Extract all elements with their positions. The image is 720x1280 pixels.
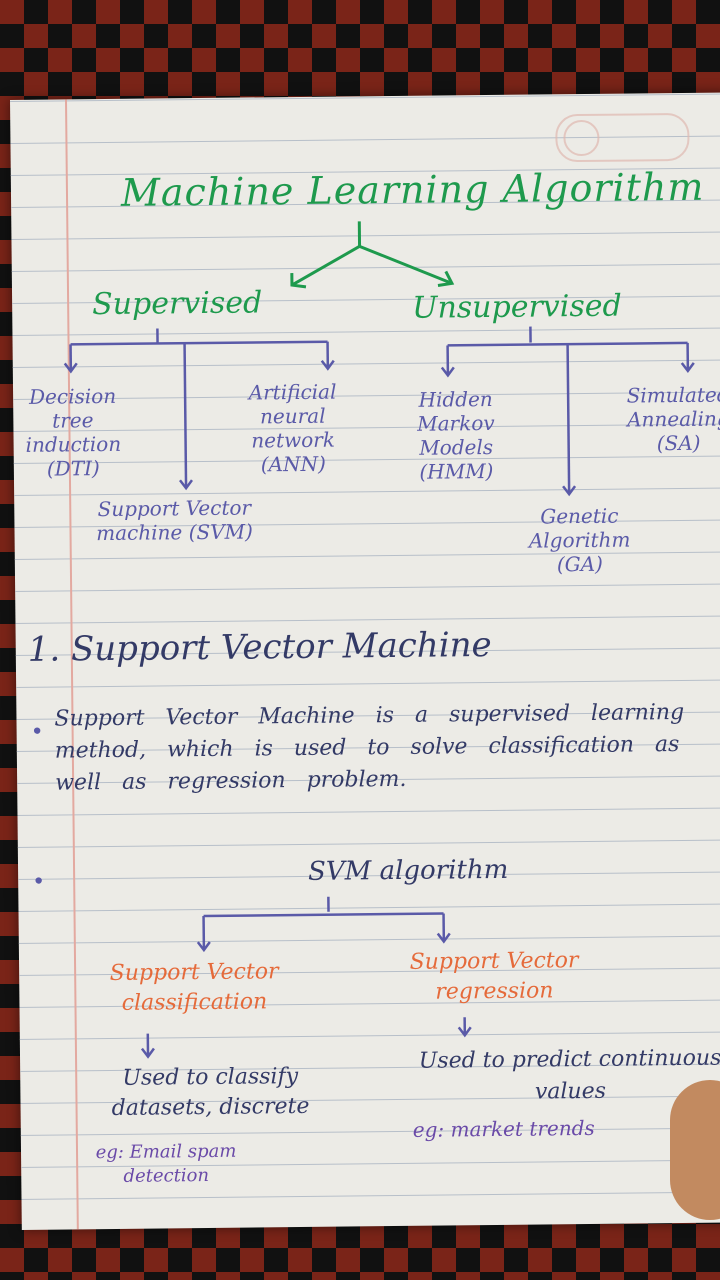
item-dti: Decision tree induction (DTI) (25, 383, 122, 481)
svm-algorithm-label: SVM algorithm (307, 854, 509, 887)
svr-example: eg: market trends (412, 1115, 595, 1142)
svm-definition: Support Vector Machine is a supervised l… (54, 699, 685, 796)
bullet-dot-1: • (30, 719, 44, 745)
svc-example: eg: Email spam detection (95, 1140, 237, 1187)
svc-label: Support Vector classification (109, 959, 279, 1016)
svc-description: Used to classify datasets, discrete (111, 1064, 310, 1121)
unsupervised-label: Unsupervised (412, 288, 622, 326)
notebook-page: Machine Learning Algorithm Supervised Un… (10, 92, 720, 1230)
svr-label: Support Vector regression (409, 948, 579, 1005)
supervised-label: Supervised (91, 285, 263, 323)
diagram-lines (63, 221, 695, 1059)
item-ann: Artificial neural network (ANN) (248, 379, 337, 477)
page-title: Machine Learning Algorithm (120, 164, 705, 215)
section-heading: 1. Support Vector Machine (27, 624, 492, 670)
item-svm: Support Vector machine (SVM) (96, 495, 253, 546)
finger (670, 1080, 720, 1220)
item-ga: Genetic Algorithm (GA) (528, 503, 631, 577)
item-hmm: Hidden Markov Models (HMM) (417, 386, 495, 484)
item-sa: Simulated Annealing (SA) (626, 382, 720, 456)
bullet-dot-2: • (32, 869, 46, 895)
